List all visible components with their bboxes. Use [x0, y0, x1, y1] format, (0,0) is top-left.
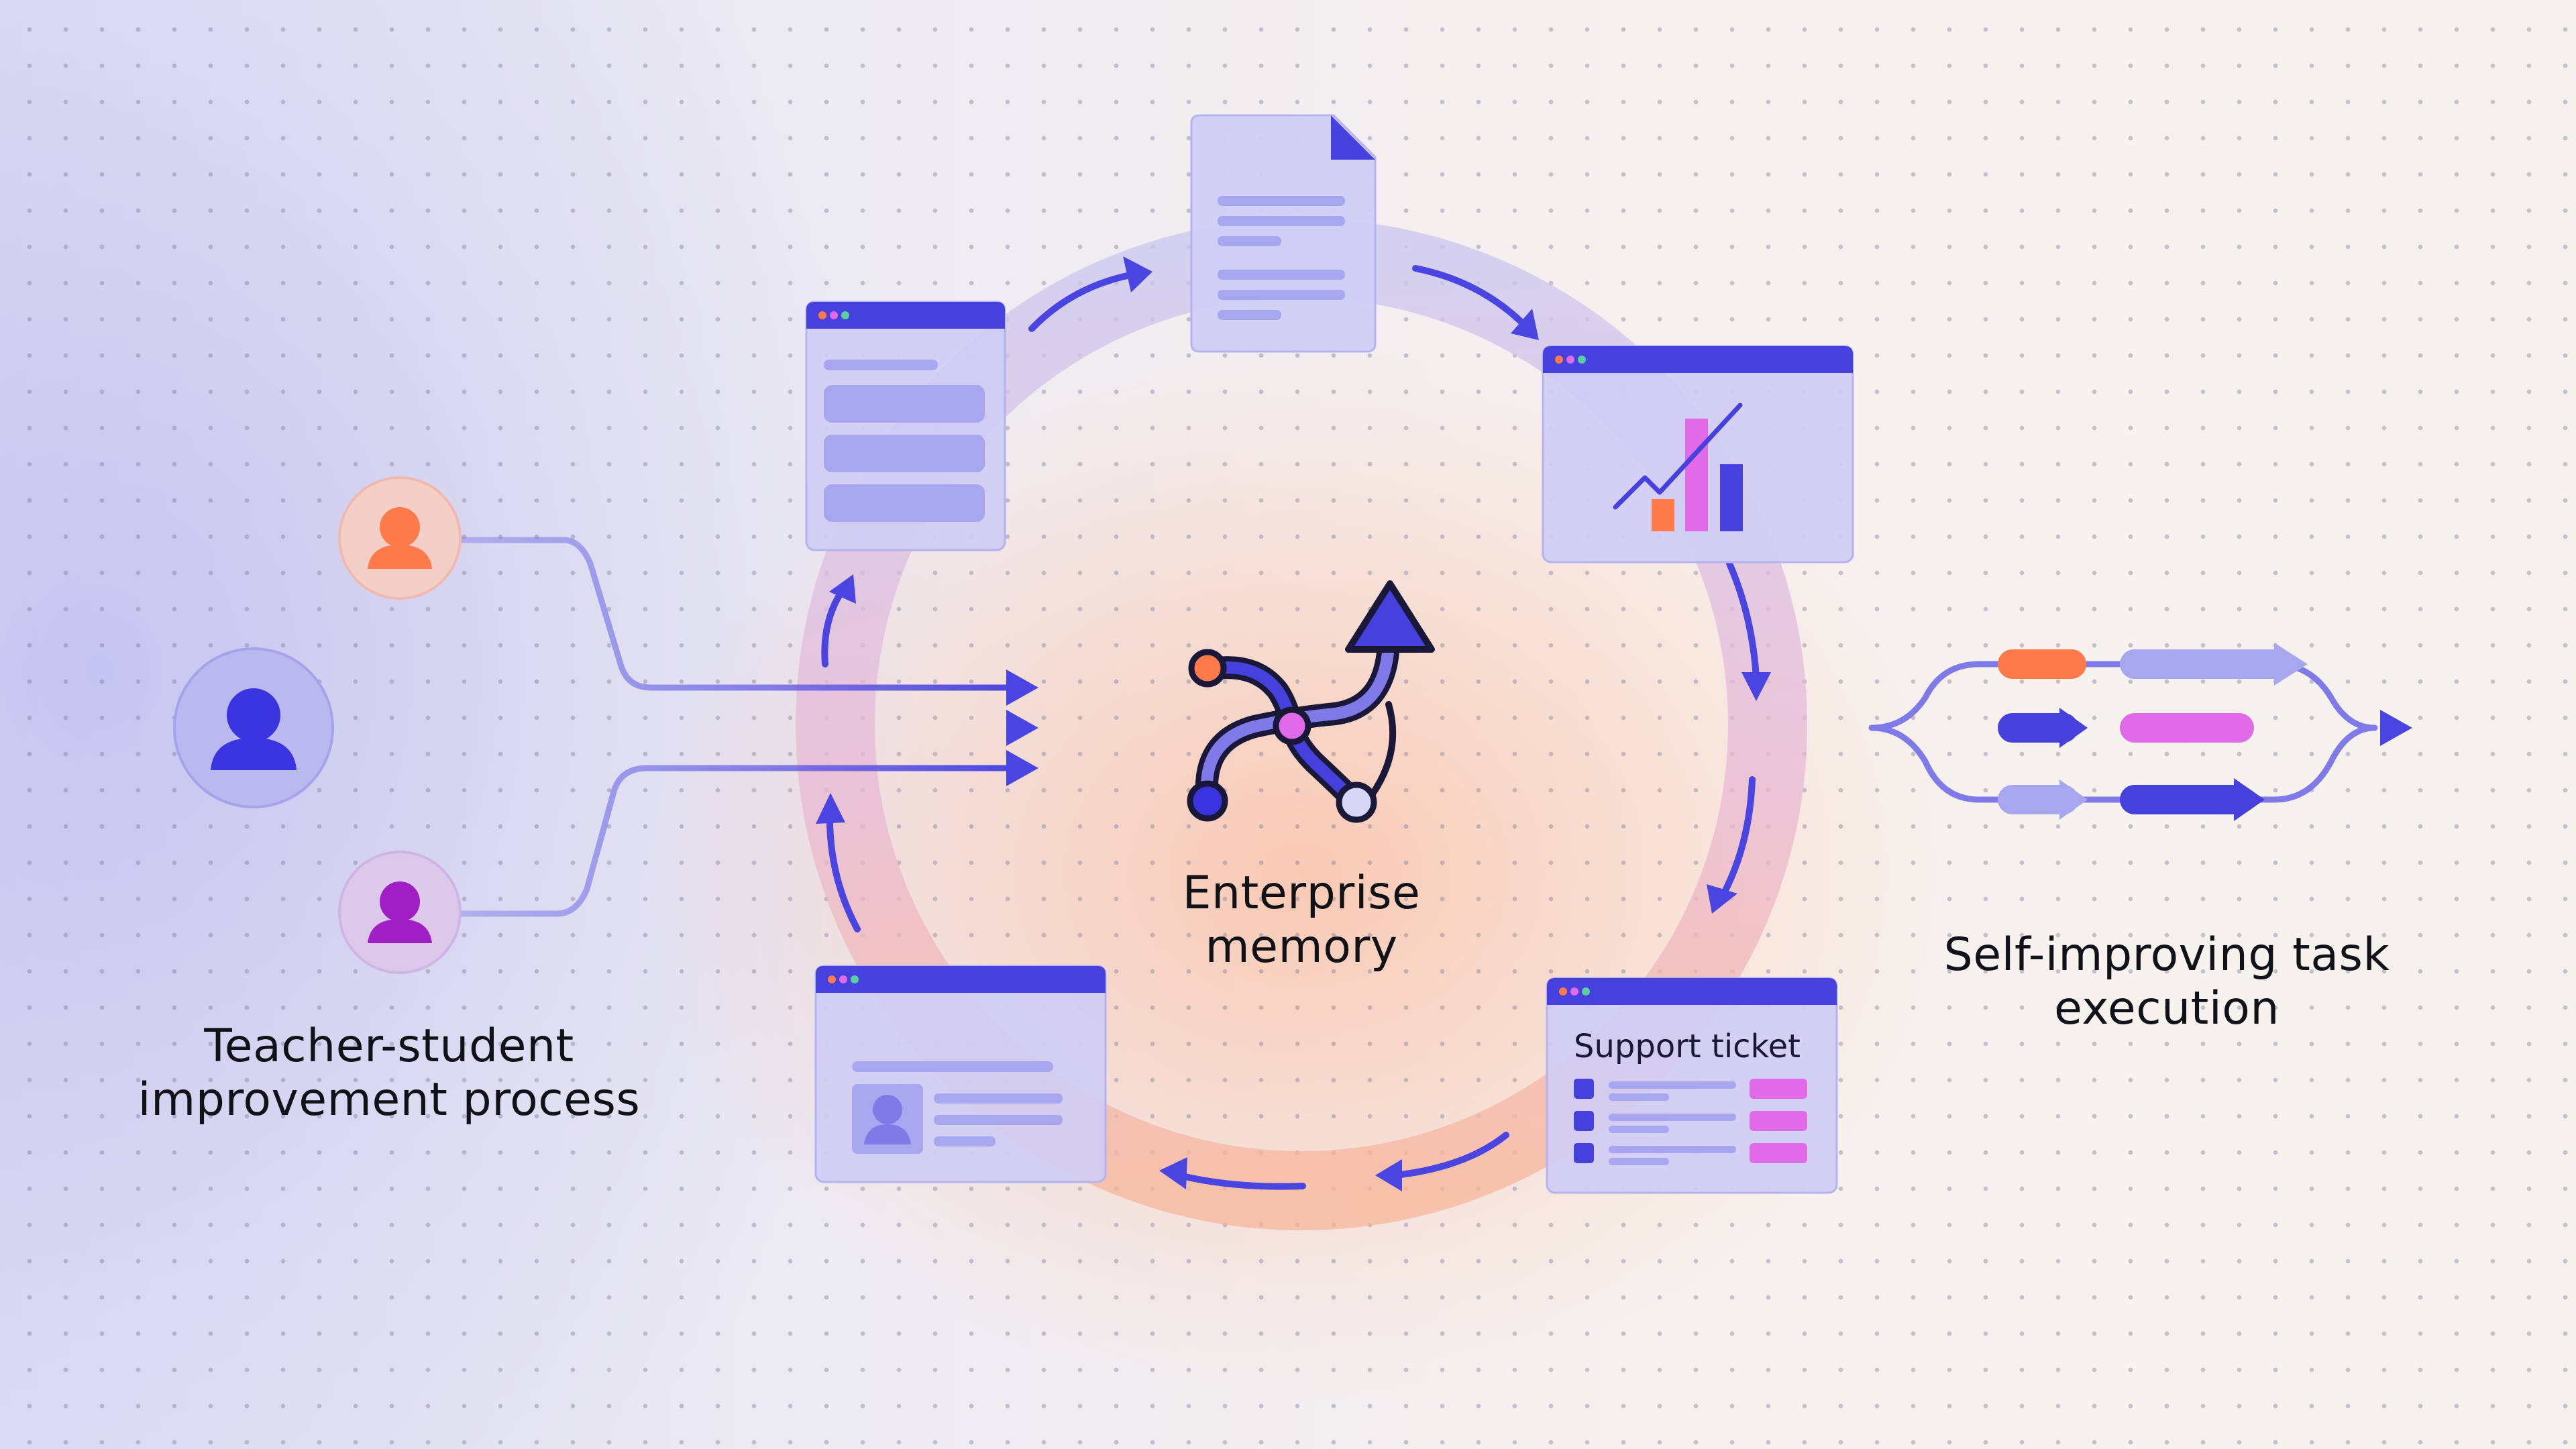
ring-arrowhead-7 [816, 793, 845, 824]
support-ticket-title: Support ticket [1574, 1028, 1801, 1065]
input-line-top [453, 537, 1023, 691]
output-pills [1998, 643, 2308, 821]
pill-lavender-bottom [1998, 785, 2078, 814]
output-branch-bottom [1868, 724, 2378, 803]
pill-lavender-bottom-head [2059, 780, 2088, 820]
branching-path-icon [1187, 580, 1435, 823]
profile-window-icon [814, 965, 1107, 1183]
user-icon-orange [368, 507, 432, 569]
ring-arrowhead-1 [1123, 256, 1152, 292]
teacher-label-line1: Teacher-student [204, 1020, 574, 1073]
ring-arrowhead-3 [1741, 672, 1771, 701]
input-lines [332, 537, 1023, 917]
ring-arrowheads [816, 256, 1771, 1191]
teacher-student-label: Teacher-student improvement process [80, 1020, 698, 1127]
ring-arrowhead-6 [1159, 1157, 1187, 1189]
user-avatar-main [173, 647, 334, 808]
ring-arrow-1 [1028, 272, 1134, 332]
ring-arrowhead-2 [1511, 309, 1539, 340]
input-arrowhead-bottom [1006, 750, 1038, 786]
ring-arrows [821, 265, 1760, 1190]
pill-magenta [2120, 713, 2254, 743]
user-avatar-purple [338, 851, 462, 974]
ring-arrowhead-8 [829, 574, 856, 604]
enterprise-memory-label: Enterprise memory [1087, 867, 1516, 974]
input-arrowhead-top [1006, 669, 1038, 706]
pill-orange [1998, 649, 2086, 679]
ring-arrow-4 [1719, 776, 1756, 899]
pill-lavender-top [2120, 649, 2288, 679]
pill-indigo-bottom [2120, 785, 2247, 814]
pill-indigo-middle [1998, 713, 2078, 743]
input-line-bottom [453, 765, 1023, 917]
output-lines [1506, 661, 2392, 803]
ring-arrowhead-4 [1707, 884, 1737, 914]
pill-indigo-bottom-head [2234, 778, 2265, 821]
ring-arrow-3 [1726, 560, 1760, 681]
task-label-line1: Self-improving task [1943, 928, 2390, 981]
support-ticket-window-icon: Support ticket [1546, 977, 1838, 1194]
input-arrowhead-middle [1006, 710, 1038, 746]
ring-arrowhead-5 [1375, 1159, 1402, 1191]
ring-arrow-6 [1176, 1172, 1306, 1190]
user-icon-main [211, 688, 297, 770]
ring-arrow-5 [1392, 1132, 1509, 1179]
pill-lavender-top-head [2274, 643, 2308, 686]
ring-arrow-7 [826, 808, 861, 932]
output-branch-top [1868, 661, 2378, 731]
input-arrowheads [1006, 669, 1038, 786]
output-arrowhead [2380, 710, 2412, 746]
ring-arrow-2 [1412, 265, 1532, 332]
form-window-icon [805, 301, 1006, 551]
self-improving-task-label: Self-improving task execution [1865, 928, 2469, 1036]
pill-indigo-middle-head [2059, 708, 2088, 748]
document-icon [1190, 114, 1377, 353]
chart-window-icon [1542, 345, 1854, 564]
memory-label-line1: Enterprise [1182, 867, 1421, 920]
user-avatar-orange [338, 476, 462, 600]
teacher-label-line2: improvement process [138, 1073, 641, 1126]
task-label-line2: execution [2054, 982, 2279, 1035]
memory-label-line2: memory [1205, 920, 1398, 973]
user-icon-purple [368, 881, 432, 943]
